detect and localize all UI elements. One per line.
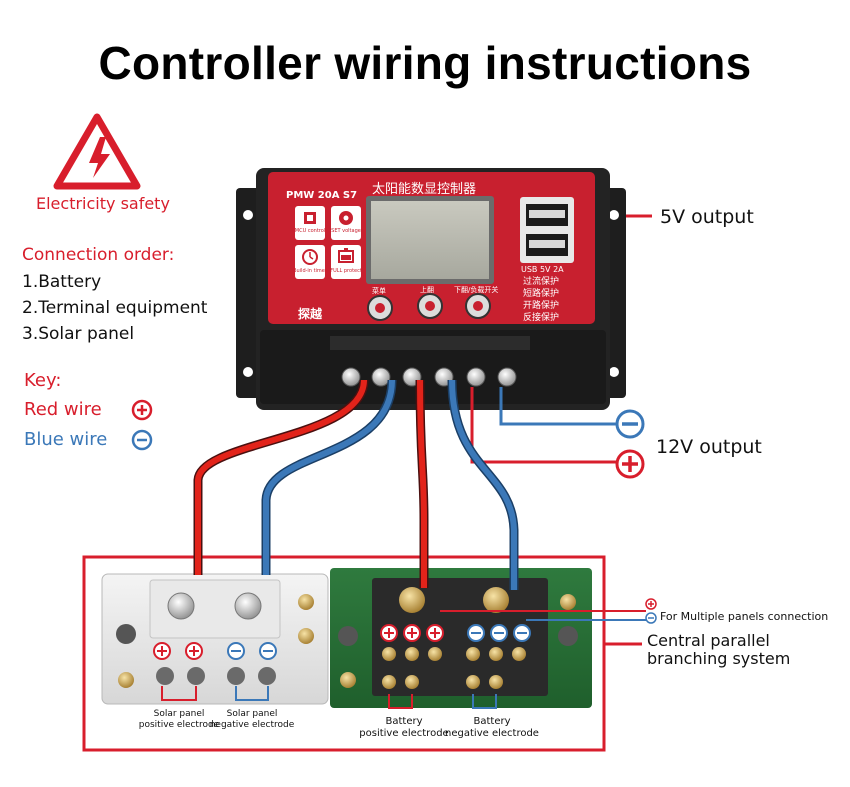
connection-step-1: 1.Battery bbox=[22, 272, 102, 292]
battery-negative-caption-2: negative electrode bbox=[445, 728, 539, 739]
wires bbox=[193, 379, 519, 590]
battery-positive-caption-2: positive electrode bbox=[359, 728, 448, 739]
connection-step-3: 3.Solar panel bbox=[22, 324, 135, 344]
controller-brand: 探越 bbox=[298, 306, 323, 321]
key-red-wire: Red wire bbox=[24, 399, 102, 420]
solar-minus-symbols bbox=[227, 642, 277, 660]
central-parallel-label-1: Central parallel bbox=[647, 631, 770, 650]
solar-negative-caption-2: negative electrode bbox=[210, 720, 295, 730]
solar-negative-caption-1: Solar panel bbox=[227, 709, 278, 719]
battery-negative-caption-1: Battery bbox=[473, 716, 510, 727]
protection-1: 过流保护 bbox=[523, 275, 559, 287]
solar-positive-caption-1: Solar panel bbox=[154, 709, 205, 719]
dc-output-leads bbox=[470, 387, 616, 464]
button-label-timer: Build-in timer bbox=[293, 268, 328, 274]
usb-output-label: 5V output bbox=[660, 206, 754, 228]
battery-minus-symbols bbox=[467, 624, 531, 642]
key-blue-wire: Blue wire bbox=[24, 429, 108, 450]
connection-step-2: 2.Terminal equipment bbox=[22, 298, 208, 318]
multiple-panels-label: For Multiple panels connection bbox=[660, 610, 829, 623]
button-label-mcu: MCU control bbox=[295, 228, 325, 234]
controller-chinese-title: 太阳能数显控制器 bbox=[372, 182, 476, 197]
multi-panel-leaders bbox=[440, 598, 657, 624]
safety-label: Electricity safety bbox=[36, 194, 170, 213]
knob-label-down: 下翻/负载开关 bbox=[454, 285, 498, 294]
solar-positive-caption-2: positive electrode bbox=[139, 720, 220, 730]
key-heading: Key: bbox=[24, 370, 62, 391]
electrode-brackets bbox=[161, 686, 497, 709]
output-plus-symbol bbox=[615, 449, 645, 479]
knob-label-up: 上翻 bbox=[420, 285, 434, 294]
battery-positive-caption-1: Battery bbox=[385, 716, 422, 727]
electricity-warning-icon bbox=[53, 113, 141, 190]
battery-plus-symbols bbox=[380, 624, 444, 642]
protection-2: 短路保护 bbox=[523, 287, 559, 299]
gear-icon bbox=[339, 211, 353, 225]
dc-output-label: 12V output bbox=[656, 436, 762, 458]
solar-terminal-block bbox=[101, 573, 329, 705]
protection-3: 开路保护 bbox=[523, 299, 559, 311]
solar-charge-controller bbox=[236, 168, 626, 410]
usb-ports bbox=[520, 197, 574, 263]
usb-label: USB 5V 2A bbox=[521, 265, 564, 274]
chip-icon bbox=[304, 212, 316, 224]
controller-model: PMW 20A S7 bbox=[286, 190, 357, 201]
clock-icon bbox=[302, 249, 318, 265]
control-knobs bbox=[367, 293, 491, 321]
battery-icon bbox=[338, 248, 354, 263]
central-parallel-label-2: branching system bbox=[647, 649, 791, 668]
knob-label-menu: 菜单 bbox=[372, 286, 386, 295]
solar-plus-symbols bbox=[153, 642, 203, 660]
button-label-full: FULL protect bbox=[330, 268, 362, 274]
protection-4: 反接保护 bbox=[523, 311, 559, 323]
battery-busbar-block bbox=[330, 568, 592, 708]
button-label-set: SET voltage bbox=[331, 228, 361, 234]
branching-frame bbox=[82, 555, 606, 752]
page-title: Controller wiring instructions bbox=[98, 37, 752, 89]
red-wire-plus-symbol bbox=[131, 399, 153, 421]
blue-wire-minus-symbol bbox=[131, 429, 153, 451]
output-minus-symbol bbox=[615, 409, 645, 439]
connection-order-heading: Connection order: bbox=[22, 245, 175, 265]
